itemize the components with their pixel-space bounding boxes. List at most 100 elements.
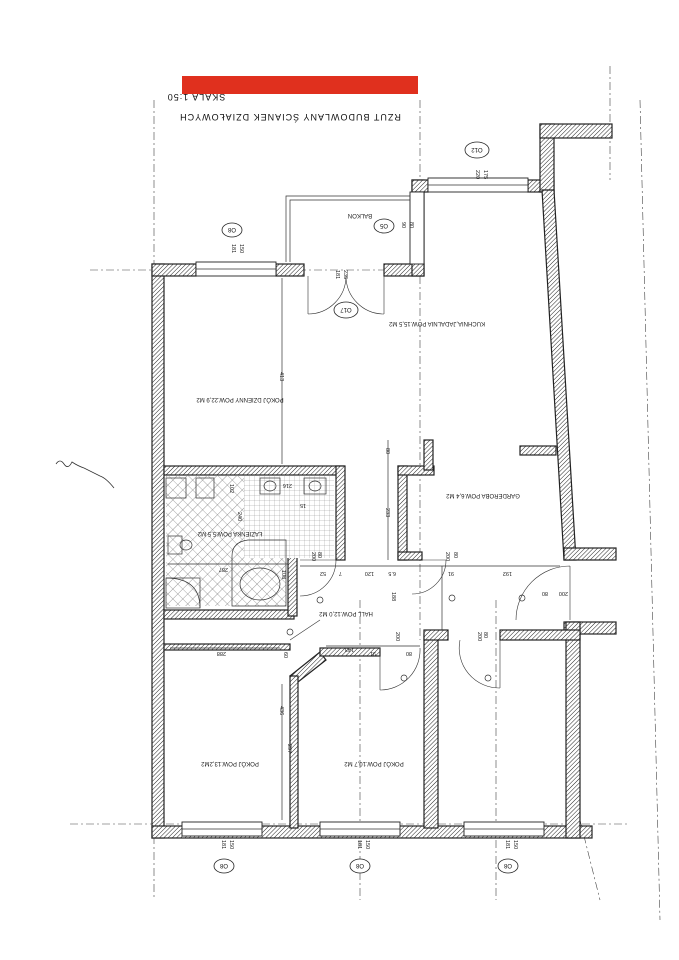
- wall-right-lower: [565, 621, 581, 839]
- dim-143: 143: [345, 646, 354, 652]
- dim-200c: 200: [394, 632, 400, 641]
- dim-91a: 91: [448, 570, 454, 576]
- wall-wardrobe-stub: [423, 439, 434, 471]
- shower-curve-icon: [165, 577, 201, 609]
- bidet-icon: [165, 477, 187, 499]
- dim-235: 235: [342, 270, 348, 279]
- frame-line: [639, 99, 661, 921]
- svg-text:O17: O17: [340, 306, 352, 312]
- svg-text:O12: O12: [471, 146, 483, 152]
- door-marker: [518, 594, 526, 602]
- wall-top-mid: [275, 263, 305, 277]
- dim-80e: 80: [406, 650, 412, 656]
- dim-288: 288: [217, 650, 226, 656]
- wall-left: [151, 263, 165, 839]
- dim-181-b1: 181: [220, 840, 226, 849]
- dim-181-b2: 181: [356, 840, 362, 849]
- svg-text:O8: O8: [503, 862, 512, 868]
- wall-right: [541, 189, 577, 561]
- door-room3-arc: [458, 639, 501, 689]
- room-labels: KUCHNIA,JADALNIA POW.15,5 M2 BALKON POKÓ…: [196, 212, 520, 767]
- dim-181-door: 181: [334, 270, 340, 279]
- title-line1: RZUT BUDOWLANY ŚCIANEK DZIAŁOWYCH: [179, 112, 401, 123]
- wall-right-cap: [539, 123, 613, 139]
- dim-80b: 80: [384, 448, 390, 454]
- tag-o8-bottom2: O8: [349, 858, 371, 874]
- wall-room3-top: [499, 629, 581, 641]
- drawing-title: RZUT BUDOWLANY ŚCIANEK DZIAŁOWYCH SKALA …: [167, 92, 401, 123]
- dim-80g: 80: [542, 590, 548, 596]
- svg-text:O8: O8: [355, 862, 364, 868]
- title-line2: SKALA 1:50: [167, 92, 226, 102]
- tag-o17: O17: [333, 301, 359, 319]
- wall-room2-right: [423, 633, 439, 829]
- toilet-icon: [167, 535, 183, 555]
- cabinet-icon: [195, 477, 215, 499]
- dim-120: 120: [365, 570, 374, 576]
- dim-297: 297: [286, 744, 292, 753]
- dim-65: 6.5: [388, 570, 396, 576]
- dim-60: 60: [282, 652, 288, 658]
- dim-102: 102: [228, 484, 234, 493]
- sink2-bowl-icon: [308, 480, 322, 492]
- svg-text:O5: O5: [379, 222, 388, 228]
- wall-wardrobe-top: [397, 465, 435, 476]
- wall-hall-lower: [163, 643, 291, 651]
- tag-o8-bottom1: O8: [213, 858, 235, 874]
- wall-top-left: [151, 263, 197, 277]
- dim-192: 192: [503, 570, 512, 576]
- door-marker: [484, 674, 492, 682]
- dim-90: 90: [400, 222, 406, 228]
- room-label-wardrobe: GARDEROBA POW.6,4 M2: [445, 492, 519, 498]
- dim-80d: 80: [452, 552, 458, 558]
- dim-200a: 200: [310, 552, 316, 561]
- room-label-kitchen: KUCHNIA,JADALNIA POW.15,5 M2: [388, 320, 485, 326]
- dim-240: 240: [236, 512, 242, 521]
- svg-text:O8: O8: [227, 226, 236, 232]
- dimension-labels: 220 175 181 150 90 80 181 235 413 80 233…: [217, 170, 568, 849]
- dim-181-top: 181: [230, 244, 236, 253]
- dim-150-b2: 150: [364, 840, 370, 849]
- dim-108: 108: [280, 570, 286, 579]
- window-balcony-door: [409, 191, 425, 265]
- dim-150-b1: 150: [228, 840, 234, 849]
- wall-room1-right: [289, 675, 299, 829]
- bathtub-icon: [231, 539, 287, 607]
- dim-216: 216: [283, 482, 292, 488]
- balcony-outline: [285, 195, 410, 262]
- wall-room2-top: [423, 629, 449, 641]
- room-label-living: POKÓJ DZIENNY POW.22,9 M2: [196, 396, 284, 403]
- wall-wardrobe-top2: [519, 445, 557, 456]
- bathtub-basin-icon: [239, 567, 281, 601]
- door-bath-arc: [299, 559, 337, 597]
- door-balcony-arc: [345, 275, 385, 315]
- dim-175: 175: [482, 170, 488, 179]
- room-label-hall: HALL POW.12,0 M2: [318, 610, 372, 616]
- door-marker: [286, 628, 294, 636]
- door-room1-arc: [289, 619, 321, 641]
- door-living-arc: [307, 275, 347, 315]
- dim-188: 188: [390, 592, 396, 601]
- dim-52: 52: [320, 570, 326, 576]
- wall-bath-right: [335, 465, 346, 561]
- tag-o8-bottom3: O8: [497, 858, 519, 874]
- dim-200d: 200: [476, 632, 482, 641]
- dim-181-b3: 181: [504, 840, 510, 849]
- room-label-balcony: BALKON: [348, 212, 372, 218]
- wall-right-hall-top: [563, 547, 617, 561]
- dim-15: 15: [300, 502, 306, 508]
- frame-line: [579, 819, 601, 901]
- dim-413: 413: [278, 372, 284, 381]
- sink-icon: [259, 477, 281, 495]
- dim-200b: 200: [444, 552, 450, 561]
- dim-233: 233: [384, 508, 390, 517]
- room-label-bathroom: ŁAZIENKA POW.5,5 M2: [197, 530, 262, 536]
- door-marker: [400, 674, 408, 682]
- svg-text:O8: O8: [219, 862, 228, 868]
- dim-287: 287: [219, 566, 228, 572]
- dim-220: 220: [474, 170, 480, 179]
- room-label-room2: POKÓJ POW.10,7 M2: [344, 760, 404, 767]
- wall-bath-bottom: [163, 609, 295, 620]
- sink2-icon: [303, 477, 327, 495]
